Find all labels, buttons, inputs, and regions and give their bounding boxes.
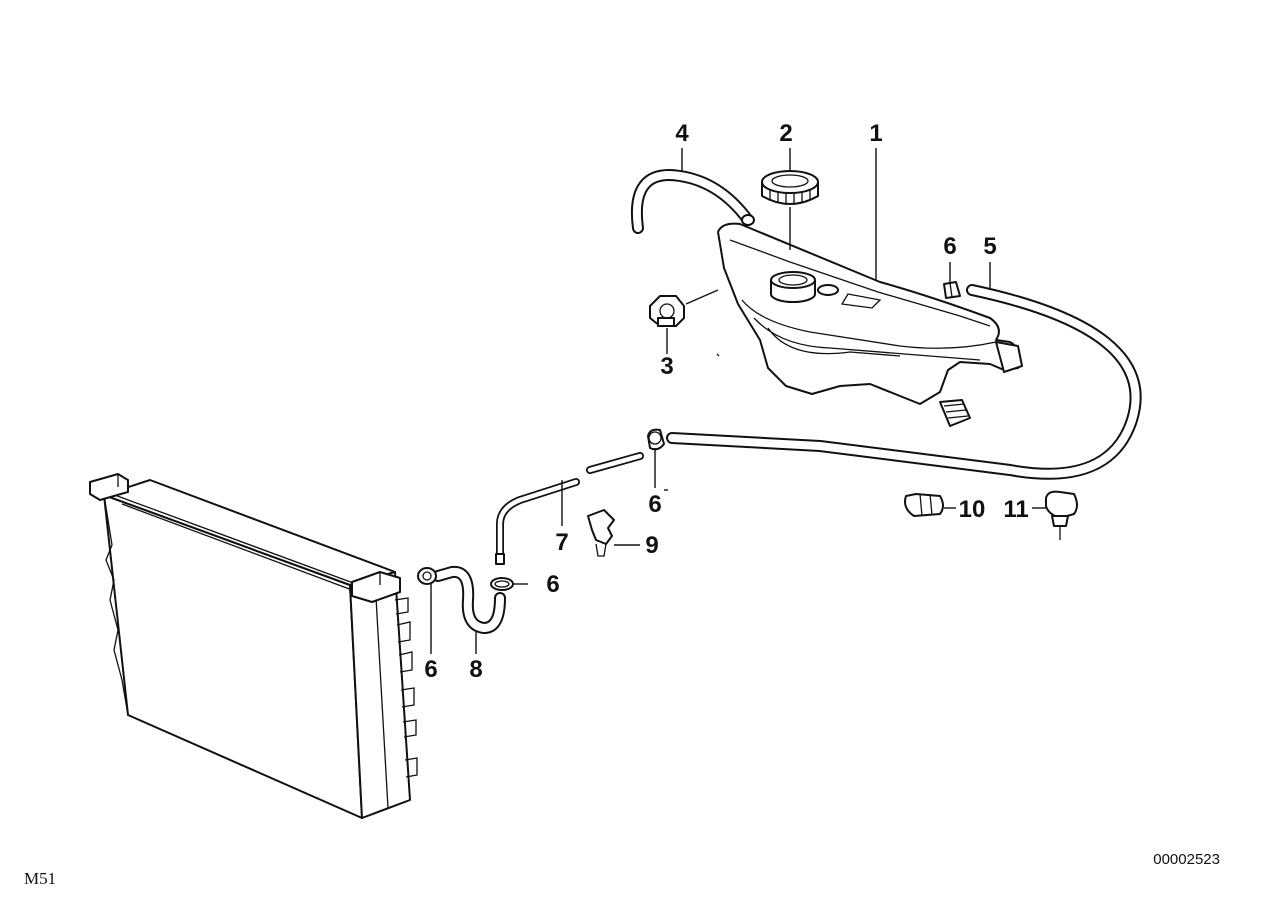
drawing-number: 00002523 xyxy=(1153,851,1220,868)
callout-2: 2 xyxy=(779,120,792,147)
pipe-7 xyxy=(495,452,644,565)
clamp-6-left xyxy=(417,567,437,585)
grommet xyxy=(649,295,685,327)
radiator xyxy=(89,473,418,819)
callout-6-left: 6 xyxy=(424,656,437,683)
engine-code-label: M51 xyxy=(24,869,56,888)
callout-8: 8 xyxy=(469,656,482,683)
hose-8 xyxy=(432,565,506,634)
clip-11 xyxy=(1045,490,1078,540)
callout-9: 9 xyxy=(645,532,658,559)
callout-6-middle: 6 xyxy=(648,491,661,518)
callout-4: 4 xyxy=(675,120,689,147)
hose-4 xyxy=(630,169,755,234)
callout-6-tank: 6 xyxy=(943,233,956,260)
callout-10: 10 xyxy=(959,496,986,523)
filler-cap xyxy=(761,170,819,205)
callout-7: 7 xyxy=(555,529,568,556)
clip-10 xyxy=(904,493,944,517)
leader-lines xyxy=(430,148,1046,654)
expansion-tank xyxy=(716,222,1023,427)
callout-5: 5 xyxy=(983,233,996,260)
callout-3: 3 xyxy=(660,353,673,380)
clamp-6-ring xyxy=(490,577,514,591)
callout-1: 1 xyxy=(869,120,882,147)
clamp-6-tank xyxy=(943,281,961,299)
callout-6-ring: 6 xyxy=(546,571,559,598)
callout-11: 11 xyxy=(1003,496,1028,523)
clamp-6-middle xyxy=(647,428,665,451)
hose-5 xyxy=(666,284,1142,480)
clip-9 xyxy=(587,509,615,557)
